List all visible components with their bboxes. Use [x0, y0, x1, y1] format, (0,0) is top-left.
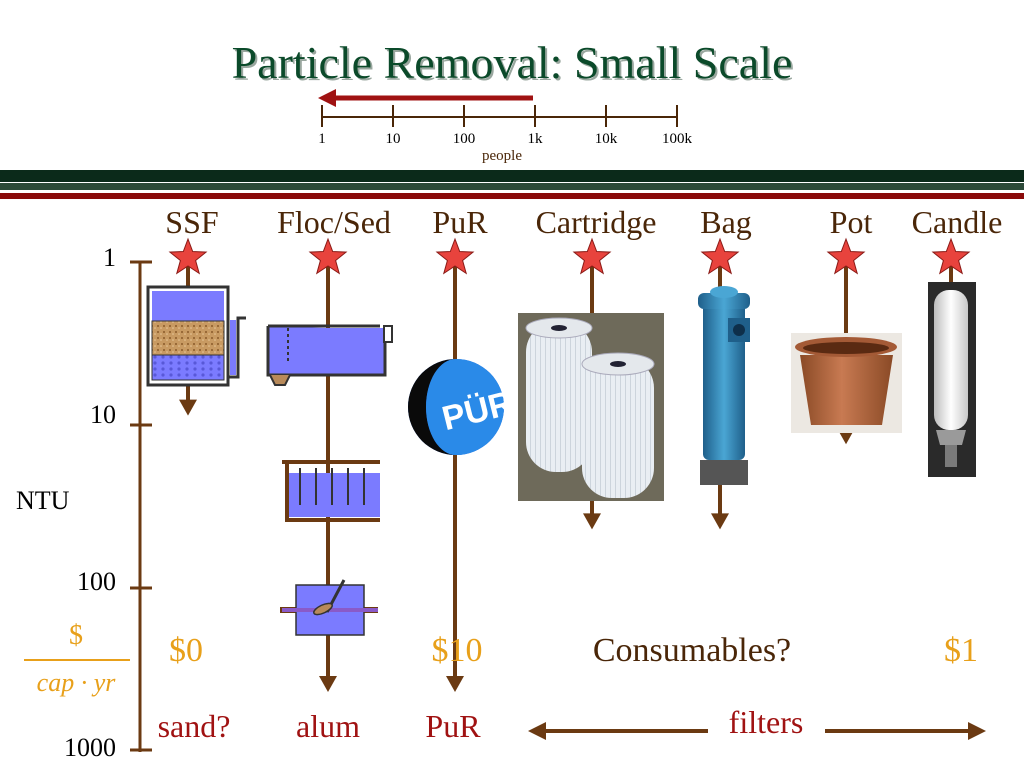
ntu-tick-label-1000: 1000 [64, 733, 116, 762]
bag-filter-icon [698, 286, 750, 485]
cartridge-filter-icon [518, 313, 664, 501]
ntu-tick-label-1: 1 [103, 243, 116, 272]
category-sand: sand? [157, 708, 231, 744]
pur-logo-icon: PÜR [408, 359, 517, 455]
clay-pot-icon [791, 333, 902, 433]
scale-tick-1k: 1k [527, 131, 543, 147]
column-label-pur: PuR [432, 204, 488, 240]
slow-sand-filter-icon [146, 285, 246, 387]
range-arrowhead-2 [446, 676, 464, 692]
ntu-tick-label-100: 100 [77, 567, 116, 596]
flocculation-sedimentation-icon [266, 324, 393, 386]
column-label-candle: Candle [911, 204, 1003, 240]
stars [168, 237, 971, 275]
scale-tick-100k: 100k [662, 131, 692, 147]
star-icon-4 [700, 237, 740, 275]
cost-unit-numerator: $ [69, 620, 83, 651]
cost-pur: $10 [431, 632, 483, 669]
divider-red-stripe [0, 193, 1024, 199]
column-label-cartridge: Cartridge [535, 204, 657, 240]
category-alum: alum [296, 708, 360, 744]
range-arrowhead-0 [179, 399, 197, 416]
cost-candle: $1 [944, 632, 978, 669]
scale-tick-100: 100 [452, 131, 476, 147]
scale-unit-label: people [482, 148, 522, 164]
scale-tick-10k: 10k [594, 131, 618, 147]
column-label-pot: Pot [829, 204, 873, 240]
star-icon-0 [168, 237, 208, 275]
star-icon-5 [826, 237, 866, 275]
divider-dark-stripe [0, 170, 1024, 182]
star-icon-3 [572, 237, 612, 275]
column-label-ssf: SSF [165, 204, 219, 240]
rapid-mix-tank-icon [280, 579, 378, 636]
scale-range-arrowhead [318, 89, 336, 107]
category-filters: filters [728, 704, 804, 740]
ceramic-candle-icon [928, 282, 976, 477]
range-arrowhead-3 [583, 513, 601, 530]
filters-bracket-arrow [528, 722, 986, 740]
slide-title: Particle Removal: Small Scale [231, 37, 793, 88]
range-arrowhead-1 [319, 676, 337, 692]
flocculation-tank-icon [282, 460, 380, 522]
star-icon-6 [931, 237, 971, 275]
population-scale [318, 89, 678, 127]
scale-tick-1: 1 [318, 131, 326, 147]
column-label-floc-sed: Floc/Sed [277, 204, 391, 240]
star-icon-1 [308, 237, 348, 275]
cost-unit-denominator: cap · yr [36, 668, 116, 697]
range-arrowhead-4 [711, 513, 729, 530]
cost-ssf: $0 [169, 632, 203, 669]
category-pur: PuR [425, 708, 481, 744]
scale-tick-10: 10 [385, 131, 401, 147]
cost-consumables: Consumables? [592, 632, 792, 669]
scale-ticks [321, 105, 678, 127]
ntu-axis-label: NTU [16, 486, 70, 515]
divider-mid-stripe [0, 183, 1024, 190]
column-label-bag: Bag [700, 204, 752, 240]
ntu-tick-label-10: 10 [90, 400, 116, 429]
star-icon-2 [435, 237, 475, 275]
